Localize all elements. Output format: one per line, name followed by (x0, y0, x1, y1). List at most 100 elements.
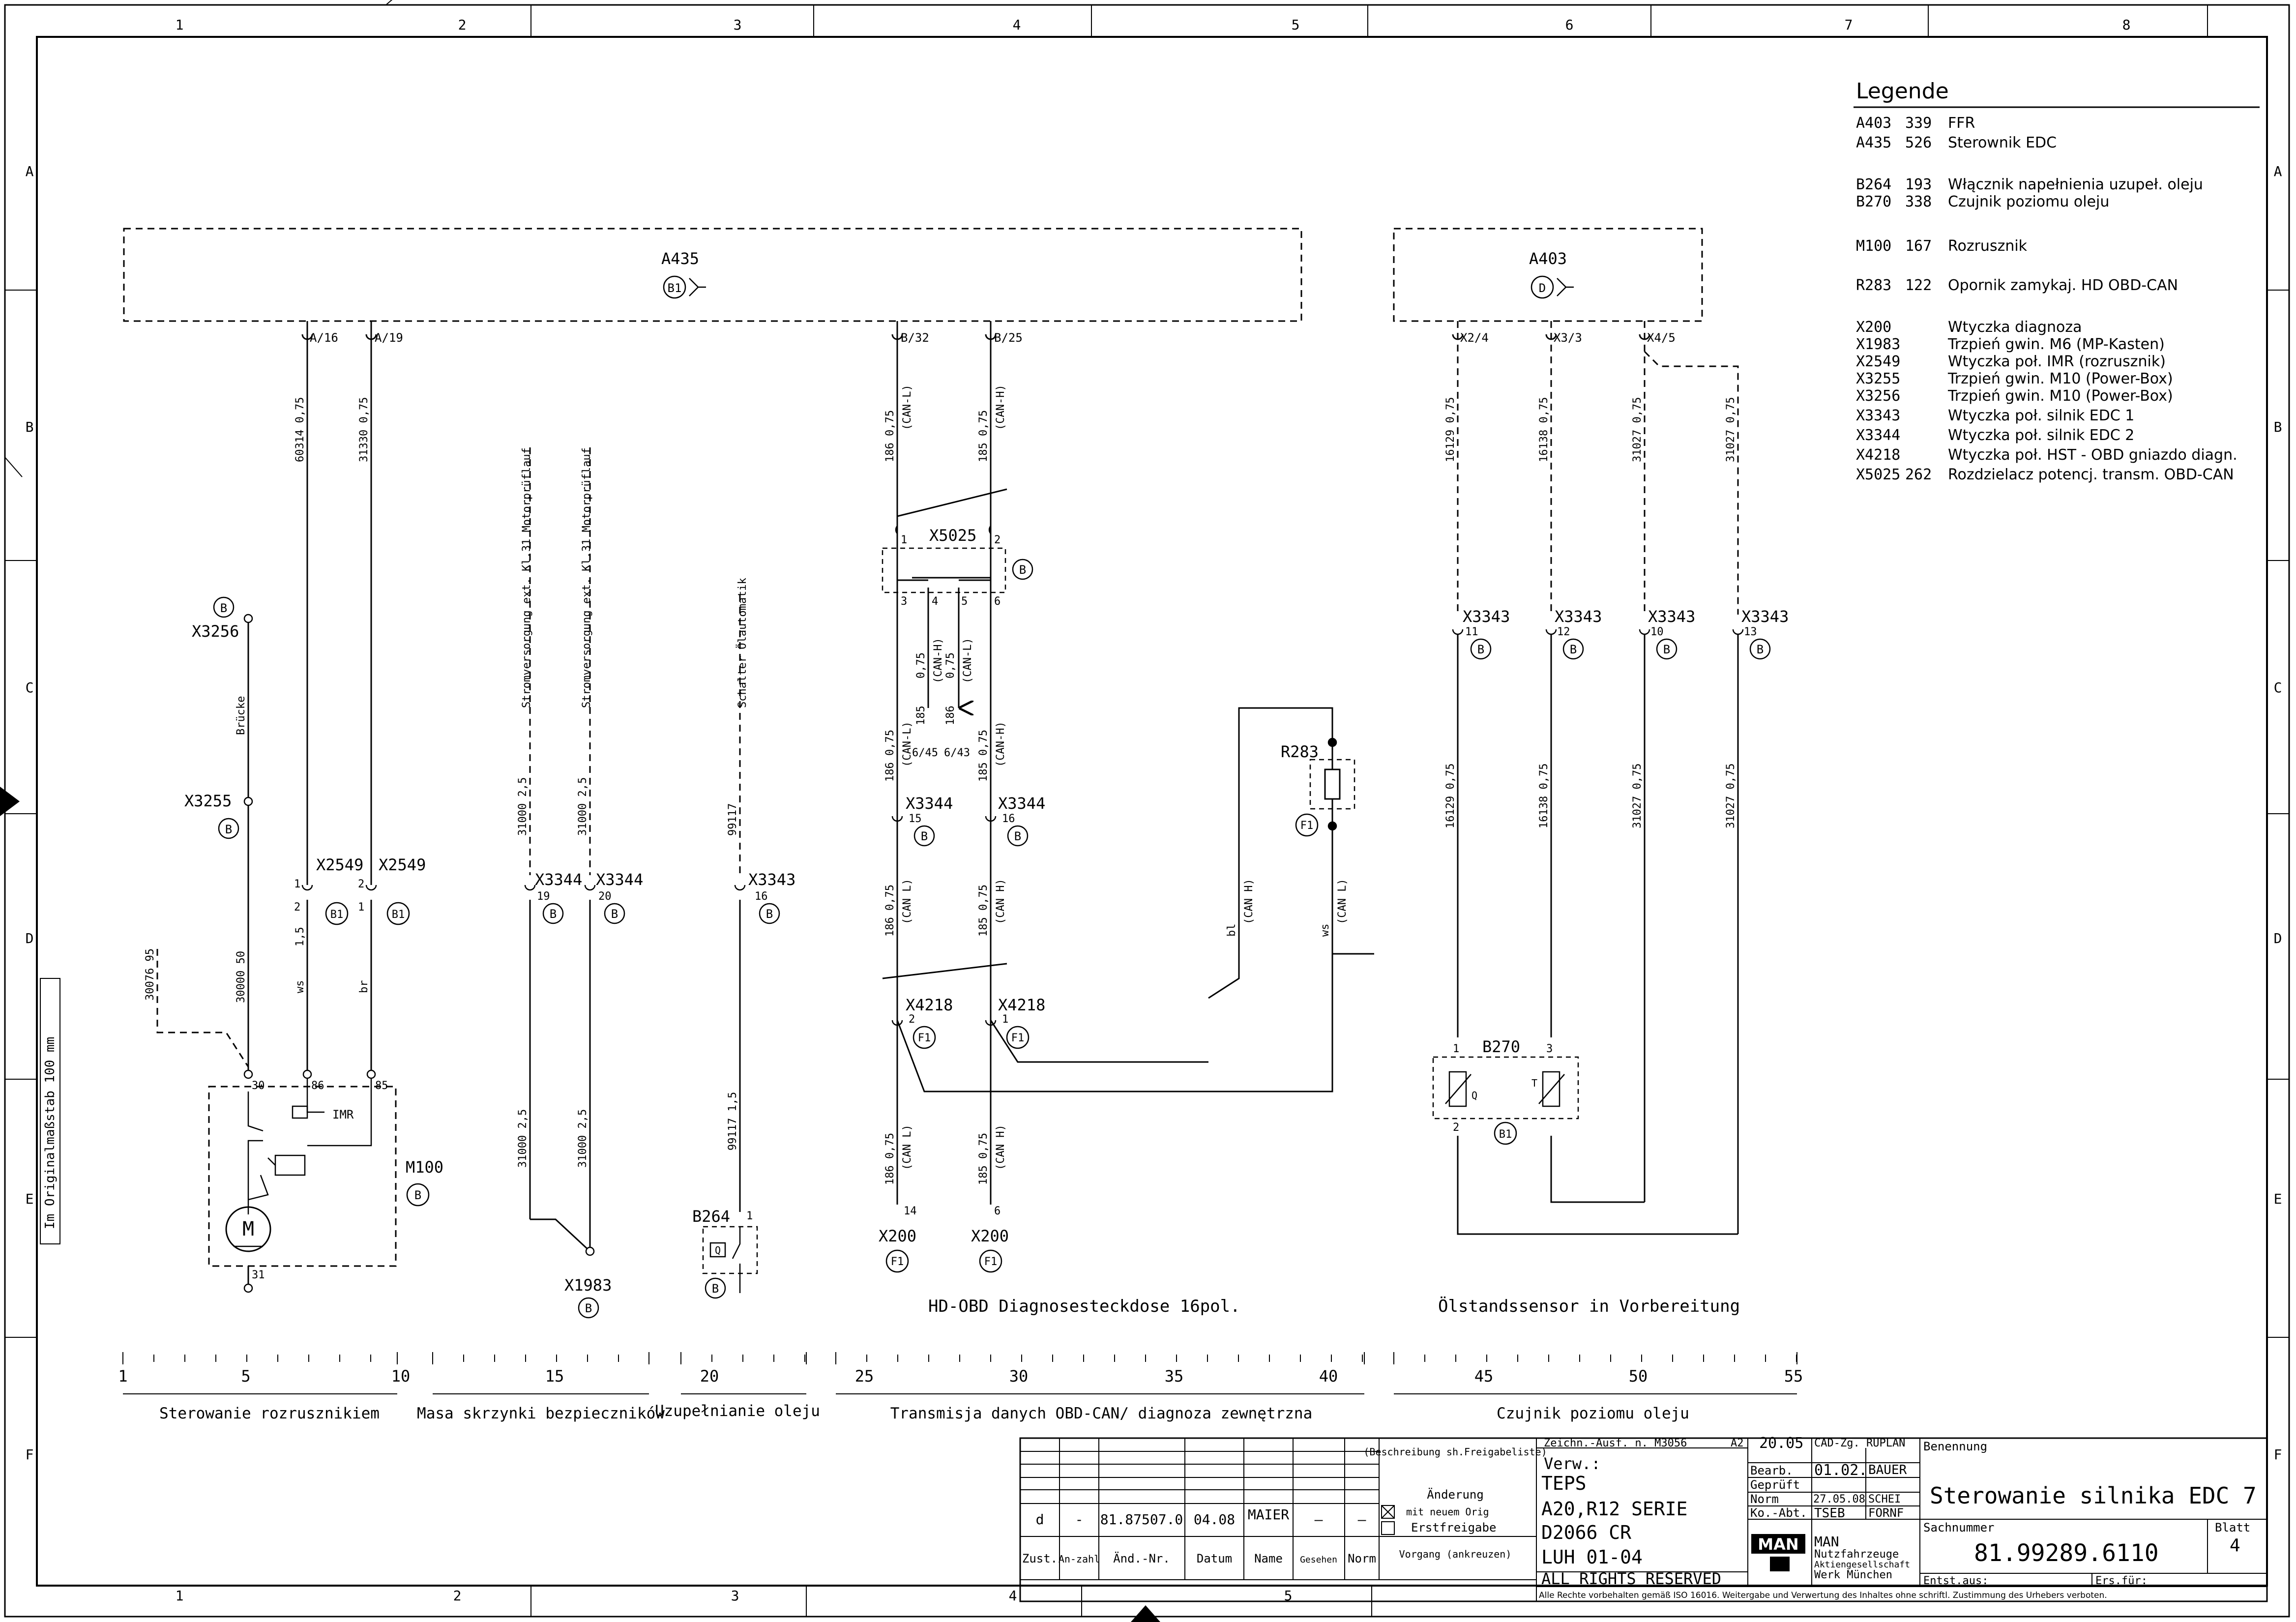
b264-label: B264 (692, 1207, 730, 1226)
tb-a2: A2 (1731, 1437, 1744, 1449)
tb-koabt-name: FORNF (1868, 1506, 1904, 1520)
wire-16138-low: 16138 0,75 (1538, 764, 1550, 828)
m100-badge: B (414, 1188, 421, 1202)
zone-row-f-right: F (2274, 1446, 2282, 1463)
wire-31027-low-a: 31027 0,75 (1631, 764, 1644, 828)
tb-koabt-label: Ko.-Abt. (1750, 1506, 1807, 1520)
zone-row-a-right: A (2274, 163, 2282, 179)
x4218-label-b: X4218 (998, 996, 1045, 1014)
scale-tick-1: 1 (118, 1367, 127, 1386)
section-obd-can: Transmisja danych OBD-CAN/ diagnoza zewn… (890, 1405, 1313, 1422)
x4218-pin1: 1 (1002, 1013, 1008, 1026)
scale-tick-20: 20 (700, 1367, 719, 1386)
x4218-badge-a: F1 (918, 1032, 931, 1044)
resistor-r283: R283 F1 (1281, 737, 1355, 837)
ecu-symbol-icon (1557, 278, 1574, 296)
chg-norm: — (1358, 1511, 1366, 1528)
tb-rights-note: Alle Rechte vorbehalten gemäß ISO 16016.… (1539, 1591, 2107, 1600)
wire-185-bottom: 185 0,75 (977, 1133, 990, 1185)
x2549-pin2a: 2 (294, 901, 300, 914)
b270-pin1: 1 (1453, 1043, 1459, 1055)
wire-canl-low: (CAN L) (901, 879, 913, 924)
wire-99117-low: 99117 1,5 (727, 1092, 739, 1150)
tb-norm-label: Norm (1750, 1492, 1779, 1506)
pin-x45: X4/5 (1647, 331, 1676, 345)
legend-code: X4218 (1856, 446, 1900, 464)
x3344-pin16: 16 (1002, 813, 1015, 825)
zone-labels: 1 2 3 4 5 6 7 8 1 2 3 4 5 A B C D E F A … (26, 17, 2282, 1604)
x3256-badge: B (220, 601, 227, 615)
tb-verw-label: Verw.: (1544, 1454, 1601, 1473)
x200-pin6: 6 (994, 1205, 1001, 1217)
tb-beschreibung: (Beschreibung sh.Freigabeliste) (1363, 1446, 1547, 1458)
x1983-badge: B (585, 1301, 592, 1315)
wire-99117-top: 99117 (727, 803, 739, 836)
hdr-norm: Norm (1348, 1552, 1376, 1565)
wire-split-canl: (CAN-L) (962, 638, 974, 683)
x200-label-b: X200 (971, 1227, 1009, 1245)
wire-strom1: Stromversorgung ext. Kl.31 Motorprüflauf (521, 447, 533, 708)
zone-row-e-left: E (26, 1191, 34, 1207)
b264-badge: B (712, 1282, 719, 1296)
man-logo-text: MAN (1758, 1535, 1798, 1554)
x5025-pin5: 5 (961, 595, 968, 608)
x5025-pin2: 2 (994, 534, 1001, 546)
chg-name: MAIER (1248, 1506, 1289, 1523)
wire-canl-r283: (CAN L) (1336, 879, 1349, 924)
legend-desc: Wtyczka poł. silnik EDC 1 (1948, 407, 2134, 424)
b270-label: B270 (1482, 1037, 1520, 1056)
section-starter: Sterowanie rozrusznikiem (159, 1405, 380, 1422)
wire-canh-bottom: (CAN H) (995, 1124, 1007, 1170)
zone-col-1-top: 1 (176, 17, 184, 33)
a435-badge: B1 (668, 281, 682, 295)
x5025-out-643: 6/43 (944, 747, 970, 759)
x4218-label-a: X4218 (906, 996, 953, 1014)
x5025-pin6: 6 (994, 595, 1001, 608)
legend-code: X3255 (1856, 370, 1900, 387)
x2549-pin1b: 1 (358, 901, 364, 914)
x2549-label-a: X2549 (316, 855, 363, 874)
legend-code: X200 (1856, 319, 1891, 336)
wire-185-top: 185 0,75 (977, 410, 990, 462)
tb-sachnummer-label: Sachnummer (1923, 1521, 1995, 1534)
pin-x33: X3/3 (1554, 331, 1582, 345)
wire-canh-mid: (CAN-H) (995, 721, 1007, 767)
oil-level-sensor-b270: B270 1 3 Q T 2 B1 (1432, 1037, 1579, 1145)
wire-30076: 30076 95 (144, 948, 156, 1001)
legend-code: X3343 (1856, 407, 1900, 424)
tb-blatt: 4 (2230, 1535, 2240, 1556)
legend-code: B270 (1856, 193, 1891, 210)
legend-code: A435 (1856, 134, 1891, 151)
legend-code: B264 (1856, 176, 1891, 193)
scale-tick-25: 25 (855, 1367, 874, 1386)
wire-split-canh: (CAN-H) (932, 638, 944, 683)
tb-zeichn: Zeichn.-Ausf. n. M3056 (1544, 1437, 1687, 1449)
legend-code: X1983 (1856, 336, 1900, 353)
x5025-pin3: 3 (901, 595, 907, 608)
r283-label: R283 (1281, 742, 1319, 761)
wire-186-low: 186 0,75 (884, 885, 896, 937)
a435-label: A435 (661, 249, 699, 268)
x3344-label-b: X3344 (596, 870, 643, 889)
pin-x24: X2/4 (1460, 331, 1489, 345)
legend-num: 167 (1905, 237, 1932, 255)
zone-col-1-bottom: 1 (176, 1588, 184, 1604)
tb-koabt-val: TSEB (1814, 1506, 1845, 1521)
tb-norm-name: SCHEI (1868, 1493, 1901, 1505)
x4218-badge-b: F1 (1011, 1032, 1025, 1044)
hdr-aend-nr: Änd.-Nr. (1113, 1551, 1170, 1565)
tb-company-3: Aktiengesellschaft (1814, 1560, 1910, 1570)
x4218-pin2: 2 (909, 1013, 915, 1026)
hdr-anzahl: An-zahl (1059, 1553, 1100, 1565)
legend-num: 338 (1905, 193, 1932, 210)
wire-31000-c: 31000 2,5 (517, 1109, 529, 1168)
wire-canh-top: (CAN-H) (995, 384, 1007, 430)
unit-pins: A/16 A/19 B/32 B/25 X2/4 X3/3 X4/5 (310, 331, 1676, 345)
tb-verw-1: TEPS (1541, 1473, 1587, 1494)
legend-desc: Wtyczka diagnoza (1948, 319, 2082, 336)
tb-entst-label: Entst.aus: (1923, 1575, 1988, 1587)
chg-datum: 04.08 (1194, 1511, 1235, 1528)
wire-bruecke: Brücke (235, 696, 247, 735)
wire-31000-d: 31000 2,5 (577, 1109, 589, 1168)
